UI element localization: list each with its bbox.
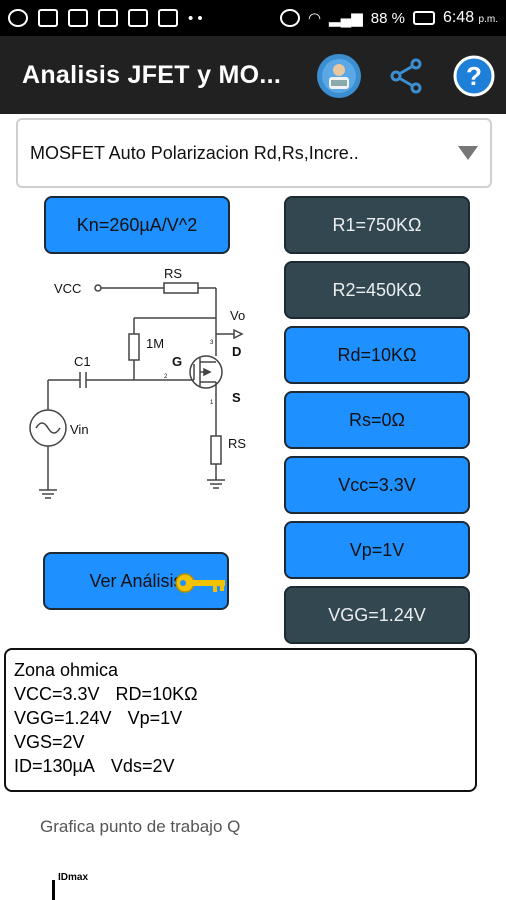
circuit-diagram: VCC RS Vo D 1M G C1 S RS Vin 3 2 1 (29, 266, 246, 499)
r2-label: R2=450KΩ (332, 279, 422, 300)
signal-icon: ▂▄▆ (329, 10, 363, 27)
whatsapp-icon (8, 9, 28, 27)
result-row: VGG=1.24V Vp=1V (14, 706, 467, 730)
r-1m-label: 1M (146, 336, 164, 351)
c1-label: C1 (74, 354, 91, 369)
vcc-label: VCC (54, 281, 81, 296)
pin1-label: 1 (210, 400, 214, 406)
ver-analisis-label: Ver Análisis (89, 570, 183, 591)
rd-label: Rd=10KΩ (337, 344, 417, 365)
drain-label: D (232, 344, 241, 359)
analysis-type-dropdown[interactable]: MOSFET Auto Polarizacion Rd,Rs,Incre.. (16, 118, 492, 188)
r1-label: R1=750KΩ (332, 214, 422, 235)
alarm-icon (279, 9, 300, 27)
kn-button-label: Kn=260µA/V^2 (76, 214, 198, 235)
result-row: ID=130µA Vds=2V (14, 754, 467, 778)
vin-label: Vin (70, 422, 89, 437)
help-icon[interactable]: ? (452, 54, 496, 98)
system-icons: ◠ ▂▄▆ 88 % 6:48 p.m. (279, 9, 498, 27)
gallery-icon (38, 9, 58, 27)
result-rd: RD=10KΩ (115, 684, 198, 704)
incognito-icon (158, 9, 178, 27)
graph-idmax-label: IDmax (58, 872, 89, 883)
result-row: VGS=2V (14, 730, 467, 754)
result-row: VCC=3.3V RD=10KΩ (14, 682, 467, 706)
vp-button[interactable]: Vp=1V (284, 521, 470, 579)
rs-top-label: RS (164, 266, 182, 281)
result-vcc: VCC=3.3V (14, 684, 100, 704)
pin2-label: 2 (164, 374, 168, 380)
result-vds: Vds=2V (110, 756, 175, 776)
rs-button[interactable]: Rs=0Ω (284, 391, 470, 449)
graph-y-axis (52, 880, 55, 900)
app-title: Analisis JFET y MO... (22, 60, 282, 89)
result-id: ID=130µA (14, 756, 95, 776)
pin3-label: 3 (210, 340, 214, 346)
ver-analisis-button[interactable]: Ver Análisis (43, 552, 229, 610)
vcc-button[interactable]: Vcc=3.3V (284, 456, 470, 514)
app-bar: Analisis JFET y MO... ? (0, 36, 506, 114)
notification-icons: • • (8, 9, 203, 27)
key-icon (175, 573, 225, 593)
vp-label: Vp=1V (349, 539, 405, 560)
result-zone: Zona ohmica (14, 660, 119, 680)
more-icon: • • (188, 9, 203, 27)
mail-icon (98, 9, 118, 27)
mail-icon (68, 9, 88, 27)
user-icon[interactable] (317, 54, 361, 98)
share-icon[interactable] (384, 54, 428, 98)
rs-bottom-label: RS (228, 436, 246, 451)
chevron-down-icon (458, 146, 478, 160)
vgg-button[interactable]: VGG=1.24V (284, 586, 470, 644)
status-bar: • • ◠ ▂▄▆ 88 % 6:48 p.m. (0, 0, 506, 36)
rs-label: Rs=0Ω (349, 409, 405, 430)
vo-label: Vo (230, 308, 245, 323)
source-label: S (232, 390, 241, 405)
battery-icon (412, 11, 435, 25)
result-vp: Vp=1V (127, 708, 183, 728)
result-vgs: VGS=2V (14, 732, 85, 752)
analysis-result-box: Zona ohmica VCC=3.3V RD=10KΩ VGG=1.24V Vp=… (4, 648, 477, 792)
rd-button[interactable]: Rd=10KΩ (284, 326, 470, 384)
vcc-label: Vcc=3.3V (338, 474, 416, 495)
r1-button[interactable]: R1=750KΩ (284, 196, 470, 254)
kn-button[interactable]: Kn=260µA/V^2 (44, 196, 230, 254)
dropdown-selected-value: MOSFET Auto Polarizacion Rd,Rs,Incre.. (30, 142, 359, 163)
vgg-label: VGG=1.24V (328, 604, 426, 625)
battery-level: 88 % (370, 9, 405, 27)
gate-label: G (172, 354, 182, 369)
clock: 6:48 p.m. (442, 9, 498, 26)
mail-icon (128, 9, 148, 27)
result-vgg: VGG=1.24V (14, 708, 112, 728)
graph-title: Grafica punto de trabajo Q (40, 817, 241, 836)
wifi-icon: ◠ (307, 10, 322, 27)
svg-text:?: ? (466, 61, 482, 91)
r2-button[interactable]: R2=450KΩ (284, 261, 470, 319)
